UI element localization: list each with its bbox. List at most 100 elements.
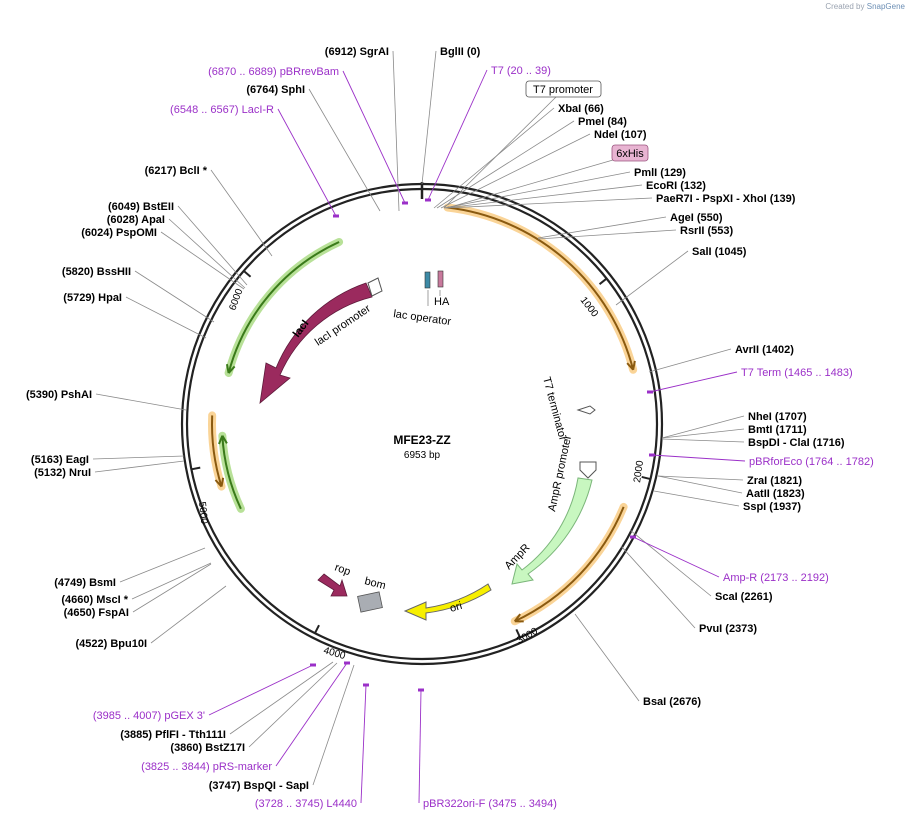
t7-promoter-callout[interactable]: T7 promoter <box>443 80 602 209</box>
site-label-12[interactable]: (6049) BstEII <box>108 201 174 213</box>
orf-arc-left[interactable] <box>208 411 226 491</box>
primer-label-3[interactable]: T7 Term (1465 .. 1483) <box>741 367 853 379</box>
site-label-9[interactable]: (6217) BclI * <box>145 165 208 177</box>
orf-arc-left-line <box>211 415 223 487</box>
site-label-8[interactable]: PaeR7I - PspXI - XhoI (139) <box>656 193 796 205</box>
ha-tag-box[interactable] <box>437 270 444 288</box>
site-label-29[interactable]: (4749) BsmI <box>54 577 116 589</box>
snapgene-credit: Created by SnapGene <box>825 2 905 11</box>
backbone-inner-ring <box>185 187 659 661</box>
site-label-3[interactable]: XbaI (66) <box>558 103 604 115</box>
orf-arc-his-insert[interactable] <box>443 203 638 374</box>
site-leader-17 <box>125 296 207 339</box>
site-label-0[interactable]: (6912) SgrAI <box>325 46 389 58</box>
primer-leader-1 <box>427 69 488 201</box>
tick-label-4000: 4000 <box>322 645 347 662</box>
site-label-5[interactable]: NdeI (107) <box>594 129 647 141</box>
site-label-34[interactable]: BsaI (2676) <box>643 696 701 708</box>
orf-arc-laci-lower-line <box>221 435 242 510</box>
orf-arc-ampr-line <box>514 506 625 623</box>
ori-feature-arrow[interactable] <box>403 583 492 621</box>
bom-feature-box[interactable] <box>357 591 383 613</box>
site-leader-12 <box>177 205 248 286</box>
site-label-22[interactable]: BspDI - ClaI (1716) <box>748 437 845 449</box>
site-label-31[interactable]: (4650) FspAI <box>64 607 129 619</box>
orf-arc-laci-line <box>227 241 340 374</box>
rop-feature-arrow[interactable] <box>317 573 348 597</box>
ampr-feature-arrow[interactable] <box>511 477 593 585</box>
primer-label-4[interactable]: pBRforEco (1764 .. 1782) <box>749 456 874 468</box>
orf-arc-laci-lower[interactable] <box>218 431 245 513</box>
laci-promoter-arrow[interactable] <box>367 277 383 297</box>
primer-leader-9 <box>418 689 422 804</box>
backbone-outer-ring <box>180 182 664 666</box>
primer-label-6[interactable]: (3985 .. 4007) pGEX 3' <box>93 710 205 722</box>
primer-label-8[interactable]: (3728 .. 3745) L4440 <box>255 798 357 810</box>
site-leader-33 <box>150 585 227 644</box>
primer-label-5[interactable]: Amp-R (2173 .. 2192) <box>723 572 829 584</box>
tick-mark-1000 <box>598 277 608 285</box>
site-label-17[interactable]: (5729) HpaI <box>63 292 122 304</box>
site-label-32[interactable]: PvuI (2373) <box>699 623 757 635</box>
primer-label-1[interactable]: T7 (20 .. 39) <box>491 65 551 77</box>
primer-leader-5 <box>632 536 720 578</box>
site-label-33[interactable]: (4522) Bpu10I <box>75 638 147 650</box>
site-label-26[interactable]: AatII (1823) <box>746 488 805 500</box>
site-label-24[interactable]: (5132) NruI <box>34 467 91 479</box>
site-label-1[interactable]: BglII (0) <box>440 46 481 58</box>
t7-promoter-label: T7 promoter <box>533 84 593 96</box>
snapgene-logo-text: SnapGene <box>866 2 905 11</box>
site-leader-27 <box>653 490 740 507</box>
site-label-37[interactable]: (3747) BspQI - SapI <box>209 780 309 792</box>
tick-mark-5000 <box>191 466 201 471</box>
site-label-4[interactable]: PmeI (84) <box>578 116 627 128</box>
primer-leader-2 <box>277 108 337 217</box>
tick-mark-4000 <box>314 624 320 634</box>
primer-leader-3 <box>649 371 738 393</box>
site-label-15[interactable]: SalI (1045) <box>692 246 747 258</box>
site-label-7[interactable]: EcoRI (132) <box>646 180 706 192</box>
plasmid-name: MFE23-ZZ <box>393 433 450 447</box>
site-label-13[interactable]: (6028) ApaI <box>107 214 165 226</box>
site-leader-16 <box>134 270 215 323</box>
site-label-10[interactable]: AgeI (550) <box>670 212 723 224</box>
primer-label-7[interactable]: (3825 .. 3844) pRS-marker <box>141 761 272 773</box>
site-label-14[interactable]: (6024) PspOMI <box>81 227 157 239</box>
primer-leader-6 <box>208 664 314 716</box>
lac-operator-box[interactable] <box>424 271 431 289</box>
site-leader-18 <box>648 348 732 373</box>
t7-terminator-arrow[interactable] <box>576 405 596 415</box>
site-leader-14 <box>160 231 245 290</box>
site-label-30[interactable]: (4660) MscI * <box>61 594 128 606</box>
site-label-19[interactable]: (5390) PshAI <box>26 389 92 401</box>
ampr-promoter-arrow[interactable] <box>579 461 597 479</box>
orf-arc-ampr[interactable] <box>510 502 628 626</box>
site-label-27[interactable]: SspI (1937) <box>743 501 801 513</box>
site-label-28[interactable]: ScaI (2261) <box>715 591 773 603</box>
site-label-2[interactable]: (6764) SphI <box>246 84 305 96</box>
orf-arc-laci[interactable] <box>224 237 344 378</box>
site-leader-2 <box>308 88 381 212</box>
site-label-36[interactable]: (3860) BstZ17I <box>170 742 245 754</box>
primer-label-0[interactable]: (6870 .. 6889) pBRrevBam <box>208 66 339 78</box>
site-label-16[interactable]: (5820) BssHII <box>62 266 131 278</box>
primer-label-9[interactable]: pBR322ori-F (3475 .. 3494) <box>423 798 557 810</box>
site-label-21[interactable]: BmtI (1711) <box>748 424 807 436</box>
orf-arc-his-insert-halo <box>443 203 638 374</box>
primer-leader-8 <box>360 684 367 804</box>
site-label-18[interactable]: AvrII (1402) <box>735 344 794 356</box>
site-label-6[interactable]: PmlI (129) <box>634 167 686 179</box>
bom-label: bom <box>363 575 387 592</box>
laci-feature-arrow[interactable] <box>259 282 373 404</box>
primer-label-2[interactable]: (6548 .. 6567) LacI-R <box>170 104 274 116</box>
his-tag-callout[interactable]: 6xHis <box>446 144 649 209</box>
site-leader-34 <box>574 613 640 702</box>
site-label-20[interactable]: NheI (1707) <box>748 411 807 423</box>
site-label-35[interactable]: (3885) PflFI - Tth111I <box>120 729 226 741</box>
site-label-11[interactable]: RsrII (553) <box>680 225 734 237</box>
site-label-25[interactable]: ZraI (1821) <box>747 475 802 487</box>
feature-layer <box>208 203 638 626</box>
site-label-23[interactable]: (5163) EagI <box>31 454 89 466</box>
his-tag-leader <box>446 159 614 209</box>
label-layer: (6912) SgrAI BglII (0) (6764) SphI XbaI (66… <box>26 46 874 810</box>
